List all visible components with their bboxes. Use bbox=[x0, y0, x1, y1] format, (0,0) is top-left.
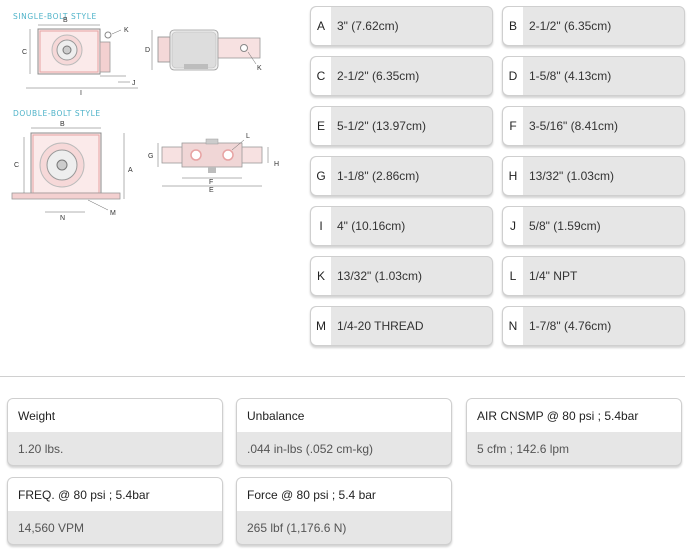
dimension-value: 2-1/2" (6.35cm) bbox=[529, 19, 612, 33]
top-letter-g: G bbox=[148, 153, 153, 160]
technical-drawings: SINGLE-BOLT STYLE DOUBLE-BOLT STYLE B C … bbox=[0, 0, 300, 250]
side-letter-k: K bbox=[257, 65, 262, 72]
dimension-letter: D bbox=[503, 57, 523, 95]
double-bolt-style-label: DOUBLE-BOLT STYLE bbox=[13, 109, 101, 118]
dimension-letter: G bbox=[311, 157, 331, 195]
dimension-d: D 1-5/8" (4.13cm) bbox=[502, 56, 685, 96]
dimension-value: 5-1/2" (13.97cm) bbox=[337, 119, 426, 133]
double-letter-m: M bbox=[110, 210, 116, 217]
dimension-letter: A bbox=[311, 7, 331, 45]
dimension-letter: N bbox=[503, 307, 523, 345]
dimension-e: E 5-1/2" (13.97cm) bbox=[310, 106, 493, 146]
dimension-letter: M bbox=[311, 307, 331, 345]
dimension-c: C 2-1/2" (6.35cm) bbox=[310, 56, 493, 96]
dimension-b: B 2-1/2" (6.35cm) bbox=[502, 6, 685, 46]
top-letter-f: F bbox=[209, 179, 213, 186]
dimension-h: H 13/32" (1.03cm) bbox=[502, 156, 685, 196]
dimension-letter: H bbox=[503, 157, 523, 195]
dimension-j: J 5/8" (1.59cm) bbox=[502, 206, 685, 246]
single-letter-c: C bbox=[22, 49, 27, 56]
dimension-letter: I bbox=[311, 207, 331, 245]
single-letter-k: K bbox=[124, 27, 129, 34]
dimension-value: 5/8" (1.59cm) bbox=[529, 219, 601, 233]
side-letter-d: D bbox=[145, 47, 150, 54]
double-letter-a: A bbox=[128, 167, 133, 174]
dimension-value: 1-5/8" (4.13cm) bbox=[529, 69, 612, 83]
double-letter-b: B bbox=[60, 121, 65, 128]
dimension-value: 3" (7.62cm) bbox=[337, 19, 399, 33]
dimension-letter: J bbox=[503, 207, 523, 245]
dimension-letter: E bbox=[311, 107, 331, 145]
spec-value: 14,560 VPM bbox=[18, 520, 85, 535]
dimension-letter: K bbox=[311, 257, 331, 295]
dimension-value: 1-7/8" (4.76cm) bbox=[529, 319, 612, 333]
spec-value: .044 in-lbs (.052 cm-kg) bbox=[247, 441, 374, 456]
dimension-value: 1-1/8" (2.86cm) bbox=[337, 169, 420, 183]
dimension-value: 1/4" NPT bbox=[529, 269, 578, 283]
spec-force: Force @ 80 psi ; 5.4 bar 265 lbf (1,176.… bbox=[236, 477, 452, 545]
dimension-letter: L bbox=[503, 257, 523, 295]
double-letter-n: N bbox=[60, 215, 65, 222]
section-divider bbox=[0, 376, 685, 377]
dimension-value: 3-5/16" (8.41cm) bbox=[529, 119, 618, 133]
dimension-letter: C bbox=[311, 57, 331, 95]
dimension-value: 4" (10.16cm) bbox=[337, 219, 406, 233]
dimension-value: 13/32" (1.03cm) bbox=[337, 269, 422, 283]
dimension-f: F 3-5/16" (8.41cm) bbox=[502, 106, 685, 146]
spec-label: FREQ. @ 80 psi ; 5.4bar bbox=[8, 478, 222, 511]
dimension-i: I 4" (10.16cm) bbox=[310, 206, 493, 246]
dimension-value: 2-1/2" (6.35cm) bbox=[337, 69, 420, 83]
dimension-l: L 1/4" NPT bbox=[502, 256, 685, 296]
dimension-n: N 1-7/8" (4.76cm) bbox=[502, 306, 685, 346]
spec-value: 1.20 lbs. bbox=[18, 441, 64, 456]
spec-label: AIR CNSMP @ 80 psi ; 5.4bar bbox=[467, 399, 681, 432]
top-letter-h: H bbox=[274, 161, 279, 168]
spec-value: 265 lbf (1,176.6 N) bbox=[247, 520, 347, 535]
double-letter-c: C bbox=[14, 162, 19, 169]
spec-value: 5 cfm ; 142.6 lpm bbox=[477, 441, 570, 456]
spec-label: Weight bbox=[8, 399, 222, 432]
spec-frequency: FREQ. @ 80 psi ; 5.4bar 14,560 VPM bbox=[7, 477, 223, 545]
spec-unbalance: Unbalance .044 in-lbs (.052 cm-kg) bbox=[236, 398, 452, 466]
spec-label: Force @ 80 psi ; 5.4 bar bbox=[237, 478, 451, 511]
dimension-value: 1/4-20 THREAD bbox=[337, 319, 424, 333]
single-letter-j: J bbox=[132, 80, 136, 87]
spec-label: Unbalance bbox=[237, 399, 451, 432]
spec-air-consumption: AIR CNSMP @ 80 psi ; 5.4bar 5 cfm ; 142.… bbox=[466, 398, 682, 466]
top-letter-e: E bbox=[209, 187, 214, 194]
dimension-a: A 3" (7.62cm) bbox=[310, 6, 493, 46]
spec-weight: Weight 1.20 lbs. bbox=[7, 398, 223, 466]
single-bolt-style-label: SINGLE-BOLT STYLE bbox=[13, 12, 97, 21]
dimension-value: 13/32" (1.03cm) bbox=[529, 169, 614, 183]
dimension-k: K 13/32" (1.03cm) bbox=[310, 256, 493, 296]
single-letter-i: I bbox=[80, 90, 82, 97]
single-letter-b: B bbox=[63, 17, 68, 24]
dimension-letter: B bbox=[503, 7, 523, 45]
dimension-drawing: B C K J I D K bbox=[11, 17, 279, 222]
top-letter-l: L bbox=[246, 133, 250, 140]
dimension-g: G 1-1/8" (2.86cm) bbox=[310, 156, 493, 196]
dimension-letter: F bbox=[503, 107, 523, 145]
dimension-m: M 1/4-20 THREAD bbox=[310, 306, 493, 346]
